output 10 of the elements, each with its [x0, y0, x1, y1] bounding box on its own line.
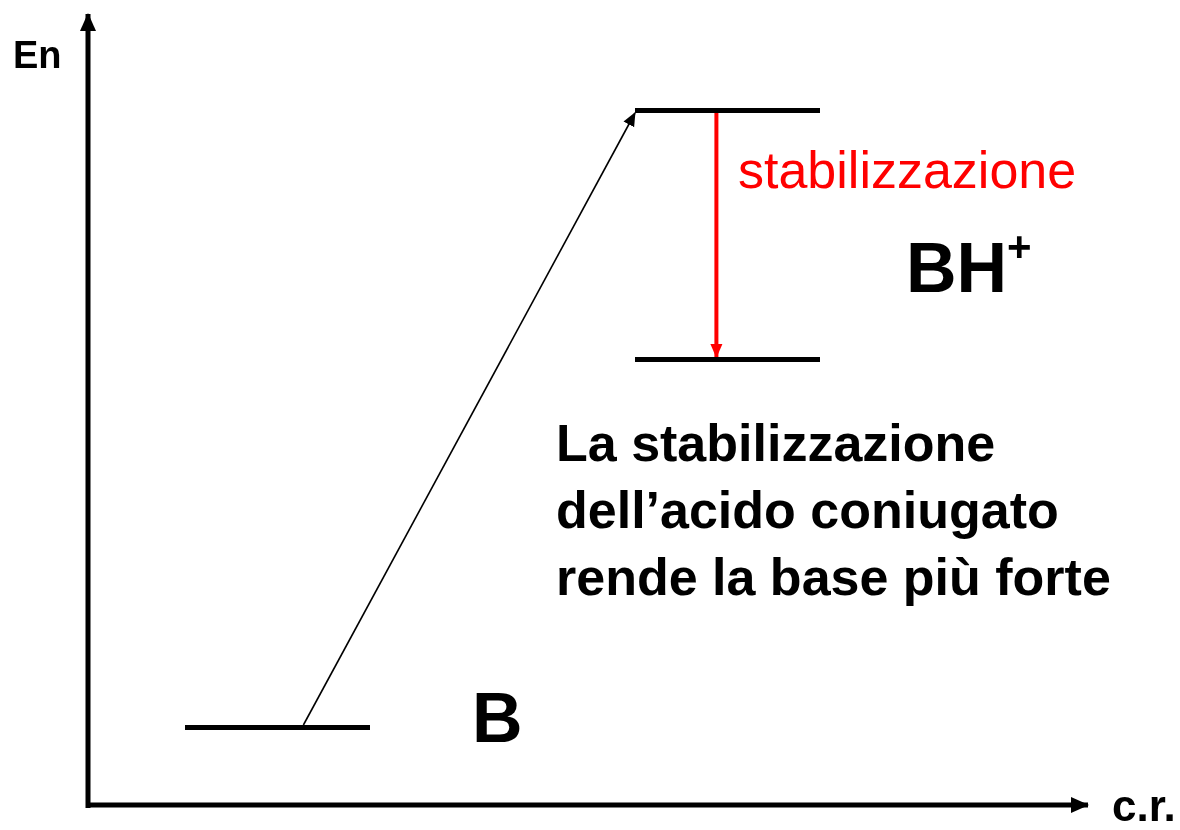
arrow	[710, 113, 723, 358]
arrow	[302, 112, 636, 726]
axis-or-level-label: B	[472, 678, 523, 759]
energy-level-bar	[185, 725, 370, 730]
note-text: La stabilizzazione dell’acido coniugato rende la base più forte	[556, 413, 1112, 609]
energy-level-bar	[635, 357, 820, 362]
axis-or-level-label: BH$^{+}$	[906, 228, 1032, 309]
axis-or-level-label: En	[13, 34, 62, 78]
axis-or-level-label: c.r.	[1112, 784, 1176, 828]
energy-level-bar	[635, 108, 820, 113]
